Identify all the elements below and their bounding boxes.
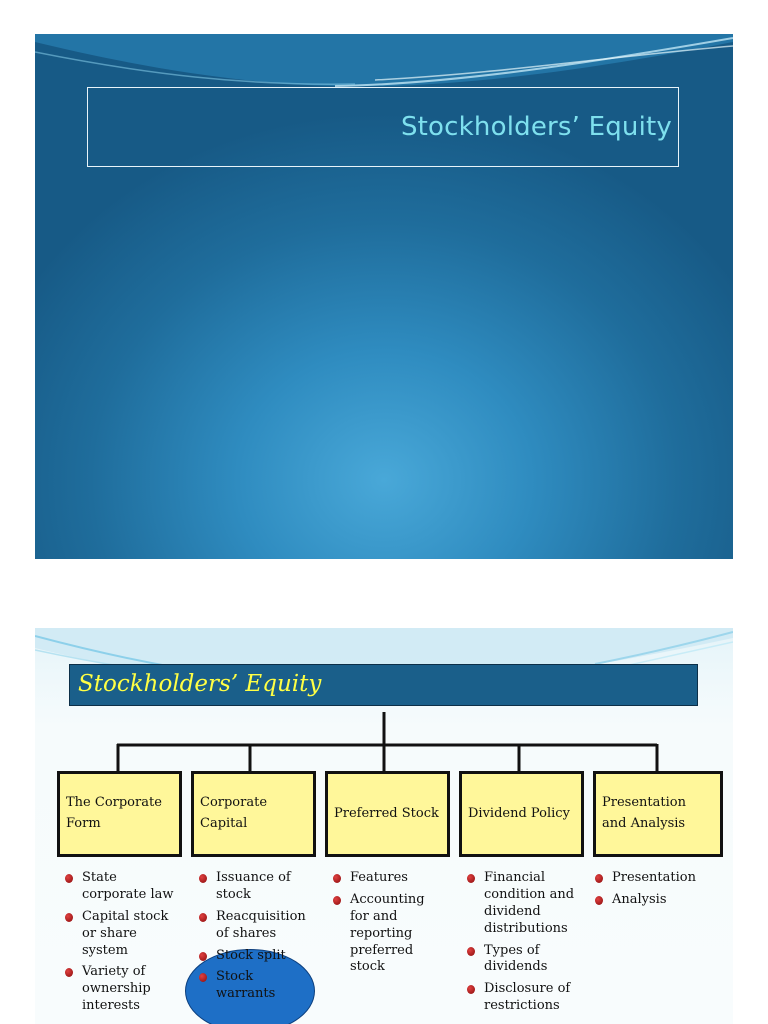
section-banner: Stockholders’ Equity bbox=[69, 664, 698, 706]
list-item: Disclosure of restrictions bbox=[465, 981, 583, 1015]
category-corporate-form: The Corporate Form bbox=[57, 771, 182, 857]
list-item: Stock warrants bbox=[197, 969, 315, 1003]
list-item: Features bbox=[331, 870, 441, 887]
list-item: Variety of ownership interests bbox=[63, 964, 181, 1015]
highlight-ellipse bbox=[185, 949, 315, 1024]
title-frame: Stockholders’ Equity bbox=[87, 87, 679, 167]
slide-title: Stockholders’ Equity bbox=[400, 112, 672, 142]
list-item: State corporate law bbox=[63, 870, 181, 904]
presentation-analysis-list: Presentation Analysis bbox=[593, 870, 723, 914]
dividend-policy-list: Financial condition and dividend distrib… bbox=[465, 870, 583, 1020]
list-item: Accounting for and reporting preferred s… bbox=[331, 892, 441, 976]
list-item: Analysis bbox=[593, 892, 723, 909]
list-item: Issuance of stock bbox=[197, 870, 315, 904]
corporate-form-list: State corporate law Capital stock or sha… bbox=[63, 870, 181, 1020]
wave-decoration bbox=[35, 34, 733, 87]
overview-slide: Stockholders’ Equity The Corporate Form … bbox=[35, 628, 733, 1024]
hierarchy-connectors bbox=[116, 712, 659, 772]
corporate-capital-list: Issuance of stock Reacquisition of share… bbox=[197, 870, 315, 1008]
category-dividend-policy: Dividend Policy bbox=[459, 771, 584, 857]
banner-title: Stockholders’ Equity bbox=[78, 671, 322, 697]
list-item: Stock split bbox=[197, 948, 315, 965]
list-item: Reacquisition of shares bbox=[197, 909, 315, 943]
list-item: Presentation bbox=[593, 870, 723, 887]
list-item: Types of dividends bbox=[465, 943, 583, 977]
title-slide: Stockholders’ Equity bbox=[35, 34, 733, 559]
category-presentation-analysis: Presentation and Analysis bbox=[593, 771, 723, 857]
category-corporate-capital: Corporate Capital bbox=[191, 771, 316, 857]
category-preferred-stock: Preferred Stock bbox=[325, 771, 450, 857]
preferred-stock-list: Features Accounting for and reporting pr… bbox=[331, 870, 441, 981]
list-item: Financial condition and dividend distrib… bbox=[465, 870, 583, 938]
list-item: Capital stock or share system bbox=[63, 909, 181, 960]
